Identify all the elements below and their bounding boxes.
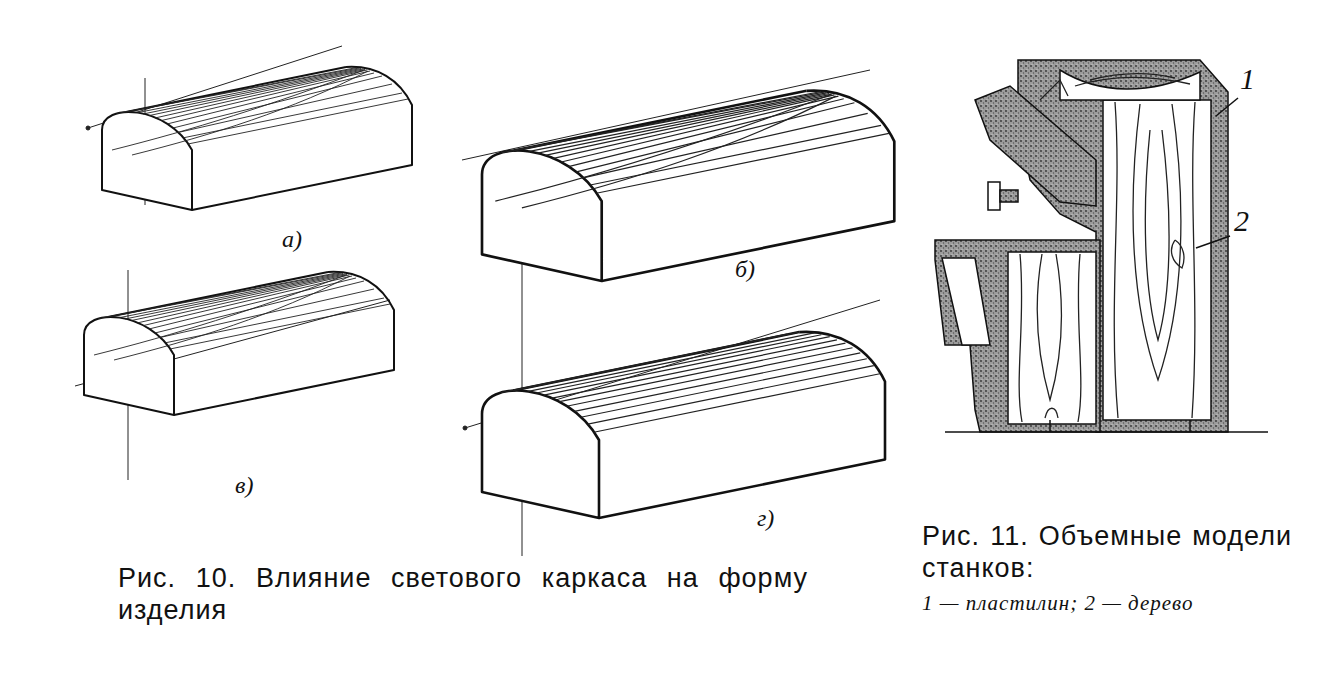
wood-top (1060, 70, 1200, 100)
figure-caption: Рис. 10. Влияние светового каркаса на фо… (118, 562, 808, 626)
figure-letter: г) (757, 505, 774, 532)
axis-lines (75, 46, 880, 556)
handle (1000, 190, 1018, 202)
machine-model (935, 60, 1228, 432)
block-outline (482, 332, 885, 518)
figure-caption: Рис. 11. Объемные модели станков: (922, 520, 1292, 584)
handle (988, 182, 1000, 210)
block-g (482, 332, 885, 518)
wood-grain (1019, 74, 1195, 422)
wood-column (1103, 100, 1211, 420)
light-hatching (112, 68, 408, 156)
leader-lines (945, 98, 1268, 432)
callout-number: 2 (1234, 204, 1249, 238)
figure-letter: а) (282, 226, 302, 253)
light-hatching (94, 273, 390, 361)
block-outline (482, 91, 894, 281)
plasticine-base (935, 240, 1100, 432)
base-side (942, 258, 990, 345)
block-b (482, 91, 894, 281)
wood-table (1008, 252, 1096, 424)
caption-key: 1 — пластилин; 2 — дерево (922, 590, 1282, 616)
light-hatching (501, 332, 880, 432)
block-a (102, 67, 412, 210)
figure-letter: в) (235, 472, 253, 499)
block-outline (102, 67, 412, 210)
block-v (84, 272, 394, 415)
figure-letter: б) (735, 256, 755, 283)
block-outline (84, 272, 394, 415)
callout-number: 1 (1240, 62, 1255, 96)
light-hatching (495, 91, 889, 207)
